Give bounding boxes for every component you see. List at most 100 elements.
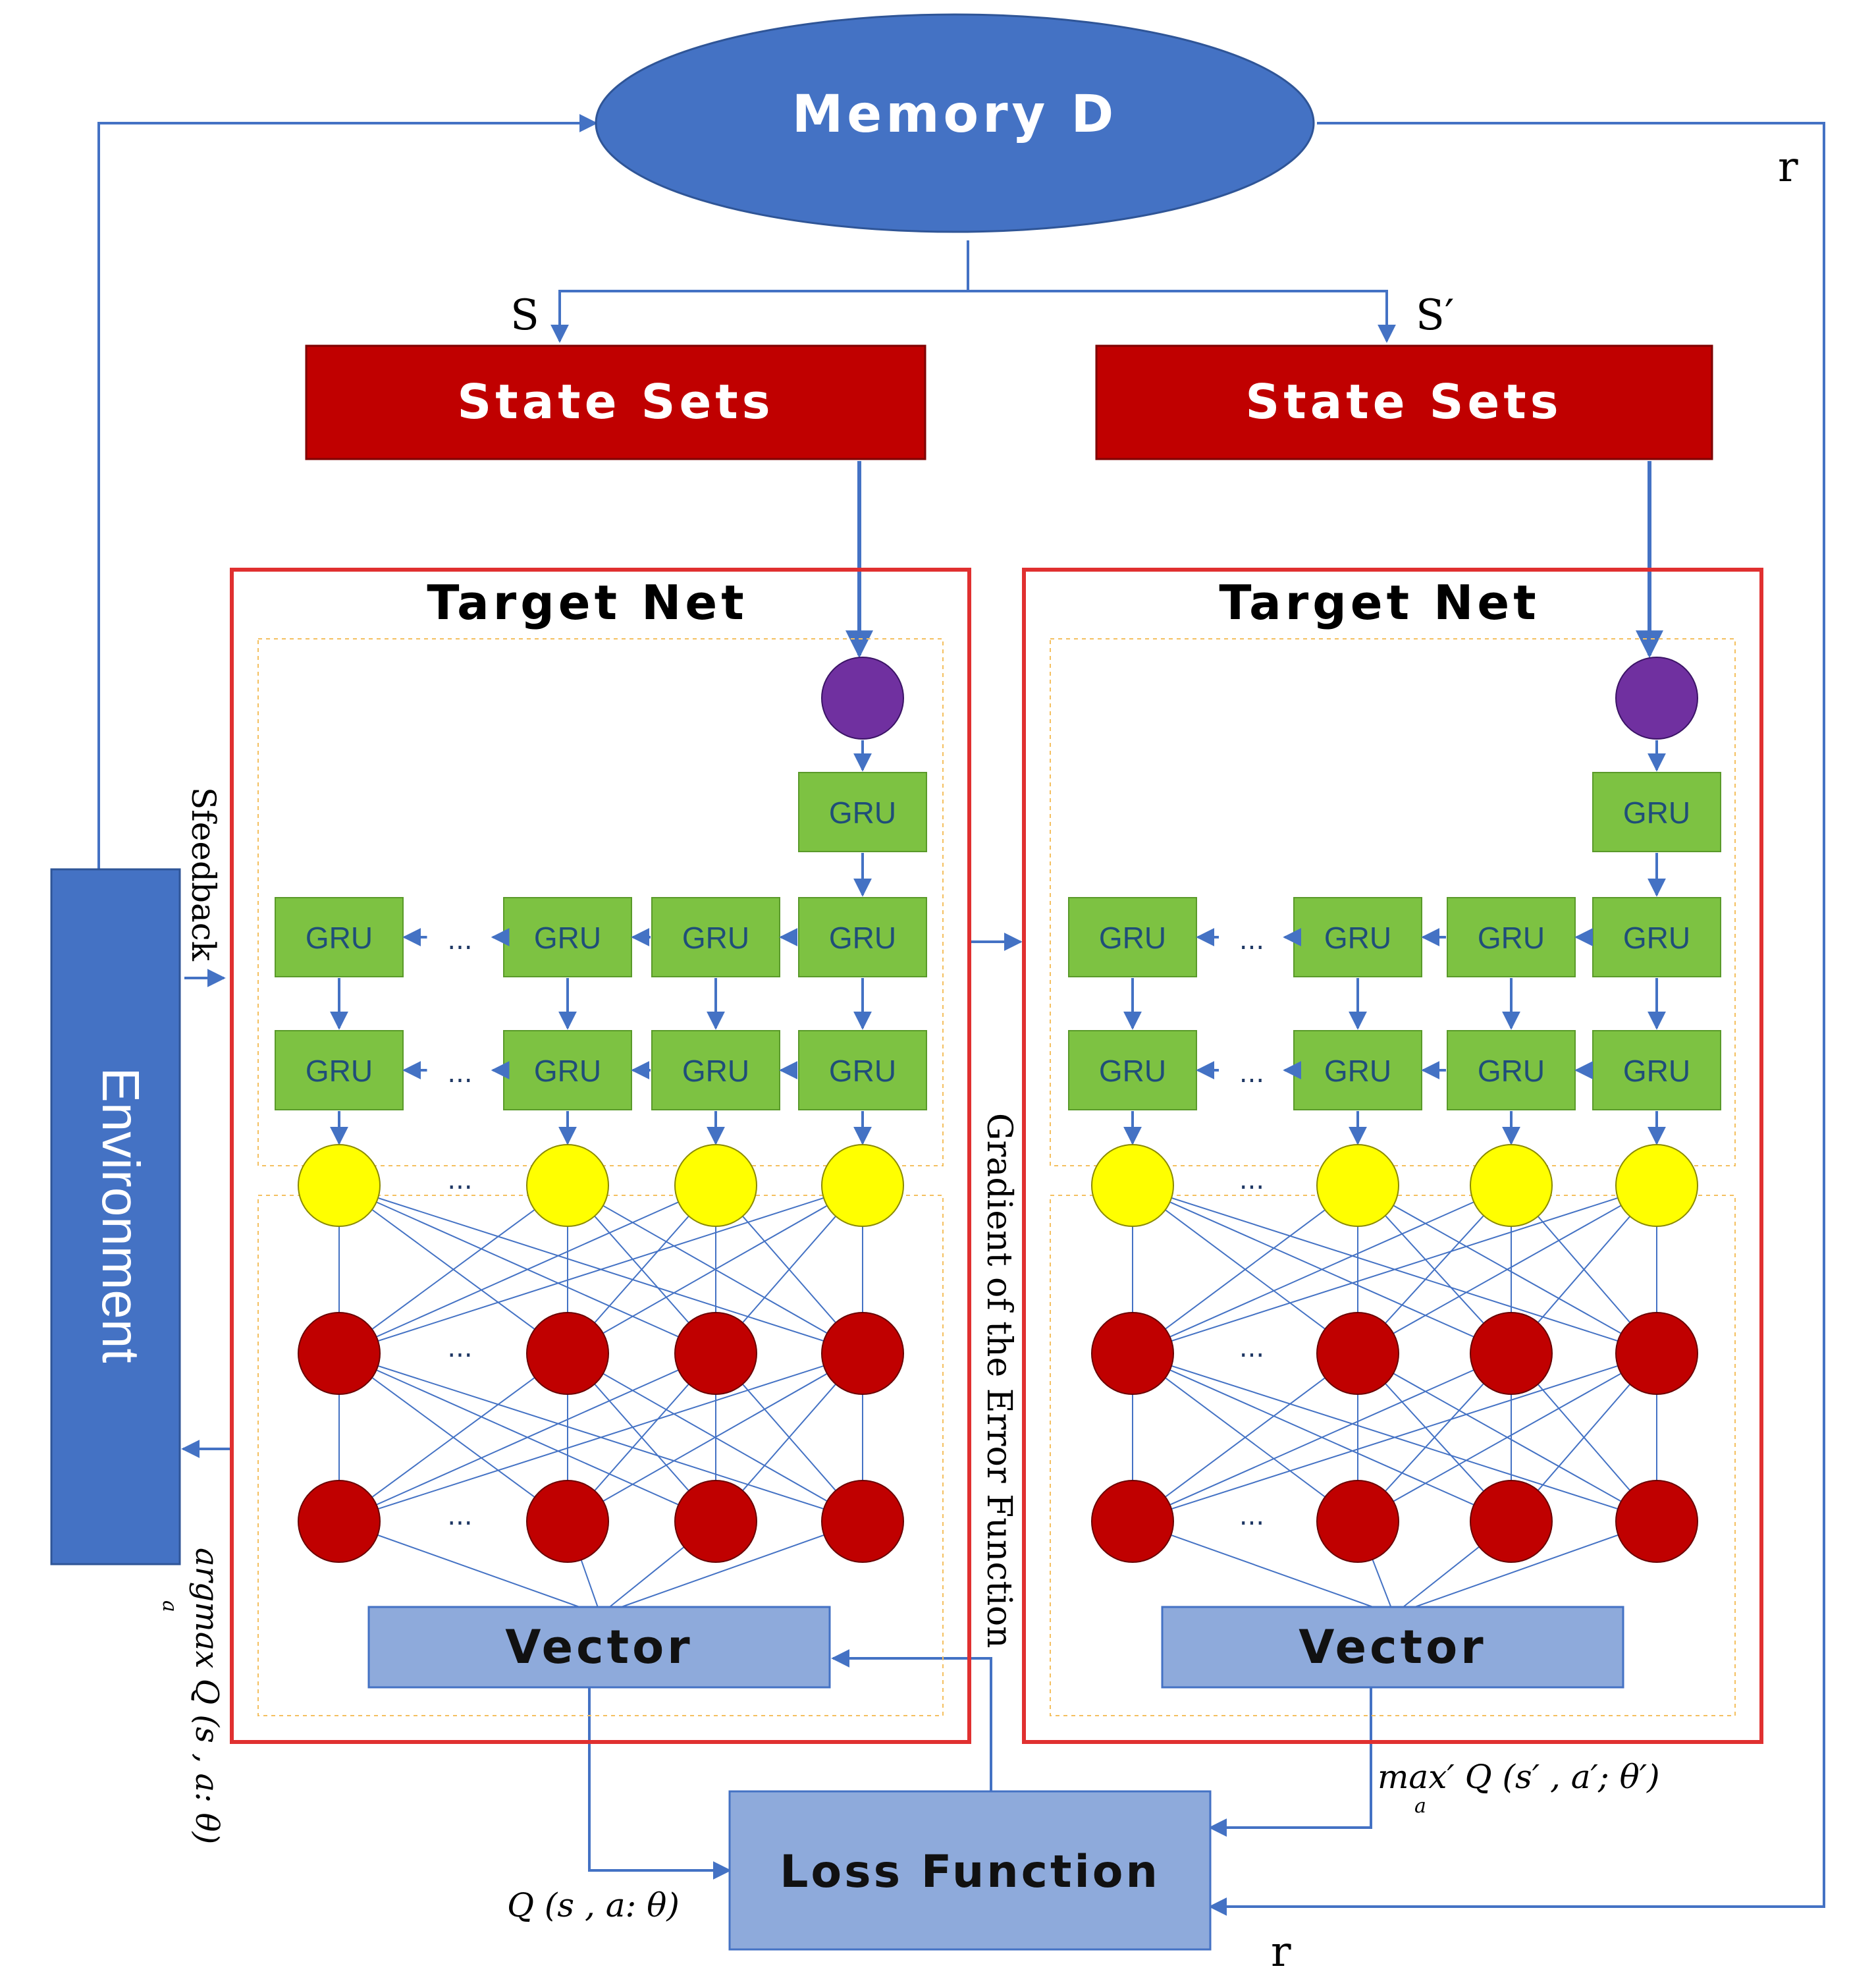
reward-line	[1208, 122, 1825, 1916]
environment-label: Environment	[92, 1067, 150, 1363]
net-right-gru-r2-dots: ...	[1239, 1058, 1264, 1089]
net-right-red-node-r1-3	[1470, 1312, 1553, 1395]
net-left-red-node-r2-2	[526, 1480, 609, 1563]
net-left-vector-label: Vector	[505, 1620, 693, 1674]
net-left-title: Target Net	[427, 575, 747, 630]
net-left-red-node-r1-2	[526, 1312, 609, 1395]
net-right-red-node-r2-2	[1316, 1480, 1399, 1563]
net-right-gru-r1-c4-label: GRU	[1623, 921, 1690, 955]
net-left-gru-r2-c4	[798, 1030, 927, 1110]
net-left-red-node-r1-1	[298, 1312, 381, 1395]
net-right-yellow-dots: ...	[1239, 1165, 1264, 1195]
net-right-gru-r1-c3	[1447, 897, 1576, 977]
net-left-yellow-node-2	[526, 1144, 609, 1227]
net-right-red-node-r2-3	[1470, 1480, 1553, 1563]
gradient-label: Gradient of the Error Function	[979, 1113, 1019, 1648]
net-left-gru-r1-dots: ...	[447, 925, 472, 956]
net-right-gru-top-label: GRU	[1623, 796, 1690, 830]
net-left-yellow-dots: ...	[447, 1165, 472, 1195]
net-right-red-node-r1-1	[1091, 1312, 1174, 1395]
net-right-connections	[1132, 1185, 1657, 1608]
env-to-memory-arrow	[97, 114, 598, 869]
net-left-yellow-node-3	[674, 1144, 757, 1227]
gradient-arrow	[831, 1649, 992, 1791]
action-label: argmax Q (s , a: θ)	[188, 1548, 225, 1844]
reward-label-top: r	[1778, 143, 1798, 192]
net-left-gru-r1-c2	[503, 897, 632, 977]
loss-function-label: Loss Function	[780, 1846, 1160, 1898]
net-right-yellow-node-1	[1091, 1144, 1174, 1227]
net-left-gru-top-label: GRU	[829, 796, 896, 830]
net-right-yellow-node-3	[1470, 1144, 1553, 1227]
net-left-gru-r2-c2	[503, 1030, 632, 1110]
net-right-gru-r2-c2-label: GRU	[1324, 1054, 1391, 1088]
net-left-gru-r2-c2-label: GRU	[534, 1054, 601, 1088]
max-q-label: max′ Q (s′ , a′; θ′)	[1378, 1758, 1660, 1796]
net-right-red-dots-2: ...	[1239, 1501, 1264, 1531]
net-left-gru-r1-c1-label: GRU	[306, 921, 373, 955]
net-left-border	[230, 568, 971, 1744]
net-right-gru-r2-c3-label: GRU	[1478, 1054, 1545, 1088]
net-right-gru-frame	[1050, 638, 1736, 1166]
state-sets-left-box	[305, 344, 926, 460]
memory-d-ellipse	[595, 13, 1315, 233]
net-right-red-dots-1: ...	[1239, 1333, 1264, 1363]
max-q-sub-label: a	[1414, 1795, 1426, 1818]
state-left-input-label: S	[510, 291, 539, 340]
net-right-gru-r2-c1-label: GRU	[1099, 1054, 1166, 1088]
state-sets-right-box	[1095, 344, 1713, 460]
memory-to-state-right-arrow	[968, 290, 1396, 343]
maxq-to-loss-arrow	[1208, 1683, 1372, 1837]
net-right-yellow-node-2	[1316, 1144, 1399, 1227]
q-to-loss-arrow	[588, 1683, 732, 1880]
state-sets-left-label: State Sets	[457, 374, 774, 429]
net-left-gru-r2-dots: ...	[447, 1058, 472, 1089]
net-left-yellow-node-4	[821, 1144, 904, 1227]
environment-box	[50, 868, 181, 1565]
loss-function-box	[728, 1790, 1212, 1951]
net-left-gru-r2-c3-label: GRU	[682, 1054, 749, 1088]
net-left-gru-top	[798, 772, 927, 852]
net-right-gru-r1-c1	[1068, 897, 1197, 977]
memory-to-state-left-arrow	[550, 290, 968, 343]
net-left-gru-r2-c4-label: GRU	[829, 1054, 896, 1088]
q-label: Q (s , a: θ)	[507, 1886, 680, 1924]
net-left-gru-r1-c4	[798, 897, 927, 977]
net-left-vector-box	[367, 1606, 831, 1689]
net-right-red-node-r1-2	[1316, 1312, 1399, 1395]
net-left-gru-r1-c1	[275, 897, 404, 977]
net-right-gru-r2-c4-label: GRU	[1623, 1054, 1690, 1088]
net-left-red-node-r2-3	[674, 1480, 757, 1563]
net-left-gru-r1-c3	[651, 897, 780, 977]
net-right-gru-top	[1592, 772, 1721, 852]
memory-d-label: Memory D	[792, 85, 1118, 144]
net-right-gru-r1-dots: ...	[1239, 925, 1264, 956]
net-left-red-node-r2-4	[821, 1480, 904, 1563]
net-right-red-node-r1-4	[1615, 1312, 1698, 1395]
net-right-gru-r2-c3	[1447, 1030, 1576, 1110]
net-left-gru-r1-c4-label: GRU	[829, 921, 896, 955]
net-right-red-node-r2-1	[1091, 1480, 1174, 1563]
net-right-input-node	[1615, 657, 1698, 740]
net-right-gru-r1-c2-label: GRU	[1324, 921, 1391, 955]
net-left-red-node-r2-1	[298, 1480, 381, 1563]
net-right-gru-r1-c1-label: GRU	[1099, 921, 1166, 955]
net-right-gru-r1-c3-label: GRU	[1478, 921, 1545, 955]
net-right-red-node-r2-4	[1615, 1480, 1698, 1563]
net-right-yellow-node-4	[1615, 1144, 1698, 1227]
net-right-border	[1022, 568, 1763, 1744]
net-left-gru-r2-c3	[651, 1030, 780, 1110]
connector-lines	[97, 114, 1825, 1916]
net-left-gru-r2-c1-label: GRU	[306, 1054, 373, 1088]
net-left-red-node-r1-4	[821, 1312, 904, 1395]
feedback-label: Sfeedback	[184, 787, 223, 962]
net-left-yellow-node-1	[298, 1144, 381, 1227]
net-left-input-node	[821, 657, 904, 740]
net-right-gru-r2-c4	[1592, 1030, 1721, 1110]
state-sets-right-label: State Sets	[1245, 374, 1562, 429]
net-left-red-dots-2: ...	[447, 1501, 472, 1531]
net-left-gru-frame	[257, 638, 944, 1166]
